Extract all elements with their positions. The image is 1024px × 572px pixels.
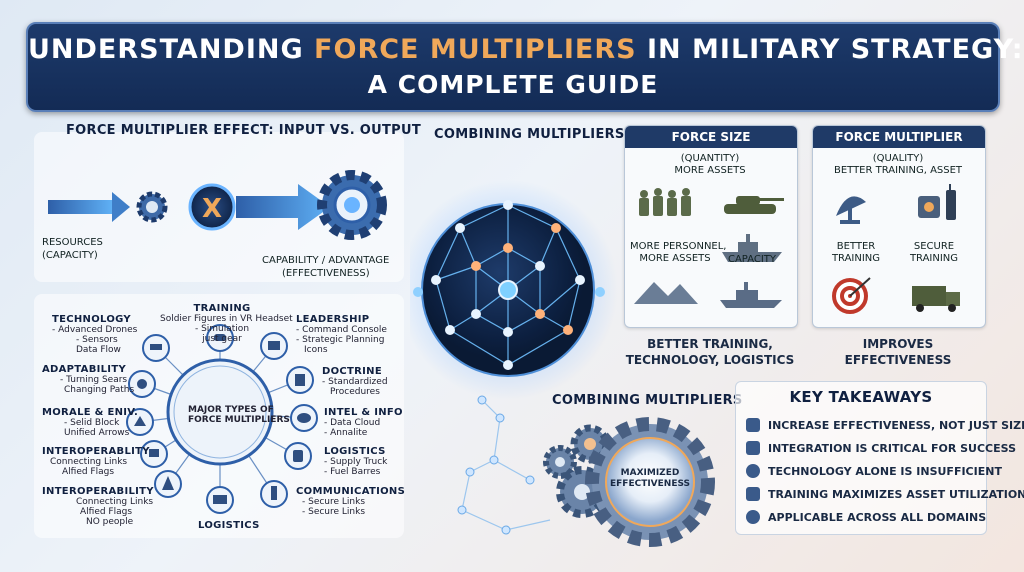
- tank-icon: [724, 196, 784, 214]
- truck-icon: [213, 495, 227, 504]
- gears-icon: [137, 379, 147, 389]
- radio-device-icon: [918, 184, 956, 220]
- force-multiplier-icons: [832, 184, 960, 314]
- command-console-icon: [268, 341, 280, 350]
- globe-icon: [746, 510, 760, 524]
- training-icon: [746, 487, 760, 501]
- takeaways-heading: KEY TAKEAWAYS: [789, 388, 933, 406]
- type-intel: INTEL & INFO - Data Cloud - Annalite: [324, 407, 403, 438]
- drone-icon: [150, 344, 162, 350]
- title-banner: UNDERSTANDING FORCE MULTIPLIERS IN MILIT…: [26, 22, 1024, 112]
- gear-icon: [746, 464, 760, 478]
- type-logistics-2: LOGISTICS: [198, 520, 260, 531]
- types-wheel: [126, 324, 318, 514]
- small-gear-1-icon: [543, 445, 577, 479]
- small-gear-icon: [136, 191, 168, 223]
- force-multiplier-sub2: BETTER TRAINING, ASSET: [833, 165, 963, 176]
- takeaway-item: INCREASE EFFECTIVENESS, NOT JUST SIZE: [746, 418, 1024, 432]
- type-technology: TECHNOLOGY - Advanced Drones - Sensors D…: [52, 314, 138, 355]
- link-icon: [746, 441, 760, 455]
- main-gear-icon: [585, 417, 715, 547]
- combining-heading: COMBINING MULTIPLIERS: [552, 393, 743, 408]
- force-size-sub2: MORE ASSETS: [674, 165, 746, 176]
- force-size-sub1: (QUANTITY): [680, 153, 740, 164]
- combining-gears: [543, 417, 715, 547]
- type-morale: MORALE & ENIV. - Selid Block Unified Arr…: [42, 407, 139, 438]
- type-interoperability-2: INTEROPERABILITY Connecting Links Alfied…: [42, 486, 154, 527]
- vr-headset-icon: [214, 334, 226, 341]
- output-label: CAPABILITY / ADVANTAGE: [262, 255, 390, 266]
- mountains-icon: [634, 282, 698, 304]
- input-label: RESOURCES: [42, 237, 103, 248]
- input-sublabel: (CAPACITY): [42, 250, 98, 261]
- type-leadership: LEADERSHIP - Command Console - Strategic…: [296, 314, 387, 355]
- flags-icon: [149, 449, 159, 457]
- force-multiplier-sub1: (QUALITY): [872, 153, 924, 164]
- multiply-circle: [188, 183, 236, 231]
- output-sublabel: (EFFECTIVENESS): [282, 268, 370, 279]
- type-logistics-1: LOGISTICS - Supply Truck - Fuel Barres: [324, 446, 388, 477]
- supply-truck-icon: [912, 286, 960, 312]
- type-adaptability: ADAPTABILITY - Turning Sears Changing Pa…: [42, 364, 135, 395]
- force-size-icons: [634, 188, 784, 308]
- soldiers-icon: [746, 418, 760, 432]
- cloud-icon: [297, 413, 311, 423]
- type-training: TRAINING Soldier Figures in VR Headset -…: [160, 303, 293, 344]
- takeaway-item: INTEGRATION IS CRITICAL FOR SUCCESS: [746, 441, 1016, 455]
- title-line-1: UNDERSTANDING FORCE MULTIPLIERS IN MILIT…: [28, 34, 1024, 65]
- effect-diagram: [48, 170, 387, 240]
- takeaway-item: TRAINING MAXIMIZES ASSET UTILIZATION: [746, 487, 1024, 501]
- barrels-icon: [293, 450, 303, 462]
- satellite-dish-icon: [836, 196, 866, 224]
- large-gear-icon: [317, 170, 387, 240]
- type-interoperability-1: INTEROPERABLITY Connecting Links Alfied …: [42, 446, 150, 477]
- warship-icon: [720, 282, 782, 308]
- force-size-header: FORCE SIZE: [625, 126, 797, 148]
- force-multiplier-header: FORCE MULTIPLIER: [813, 126, 985, 148]
- multiply-symbol: X: [201, 194, 223, 224]
- soldiers-icon: [639, 188, 691, 216]
- takeaways-panel: KEY TAKEAWAYS INCREASE EFFECTIVENESS, NO…: [735, 381, 1024, 535]
- target-icon: [832, 277, 871, 314]
- document-icon: [295, 374, 305, 386]
- input-arrow: [48, 192, 130, 222]
- antenna-icon: [271, 486, 277, 500]
- force-size-label-right: CAPACITY: [727, 254, 777, 265]
- network-graphic: [410, 180, 618, 535]
- type-doctrine: DOCTRINE - Standardized Procedures: [322, 366, 388, 397]
- title-line-2: A COMPLETE GUIDE: [367, 70, 659, 99]
- takeaway-item: TECHNOLOGY ALONE IS INSUFFICIENT: [746, 464, 1002, 478]
- type-communications: COMMUNICATIONS - Secure Links - Secure L…: [296, 486, 406, 517]
- arrows-icon: [134, 416, 146, 426]
- takeaway-item: APPLICABLE ACROSS ALL DOMAINS: [746, 510, 986, 524]
- force-size-label-left: MORE PERSONNEL,MORE ASSETS: [630, 241, 727, 264]
- force-size-caption: BETTER TRAINING,TECHNOLOGY, LOGISTICS: [625, 337, 795, 367]
- network-heading: COMBINING MULTIPLIERS: [434, 127, 625, 142]
- effect-heading: FORCE MULTIPLIER EFFECT: INPUT VS. OUTPU…: [66, 123, 422, 138]
- soldier-icon: [162, 476, 174, 490]
- output-arrow: [236, 184, 330, 230]
- ship-icon: [722, 234, 782, 262]
